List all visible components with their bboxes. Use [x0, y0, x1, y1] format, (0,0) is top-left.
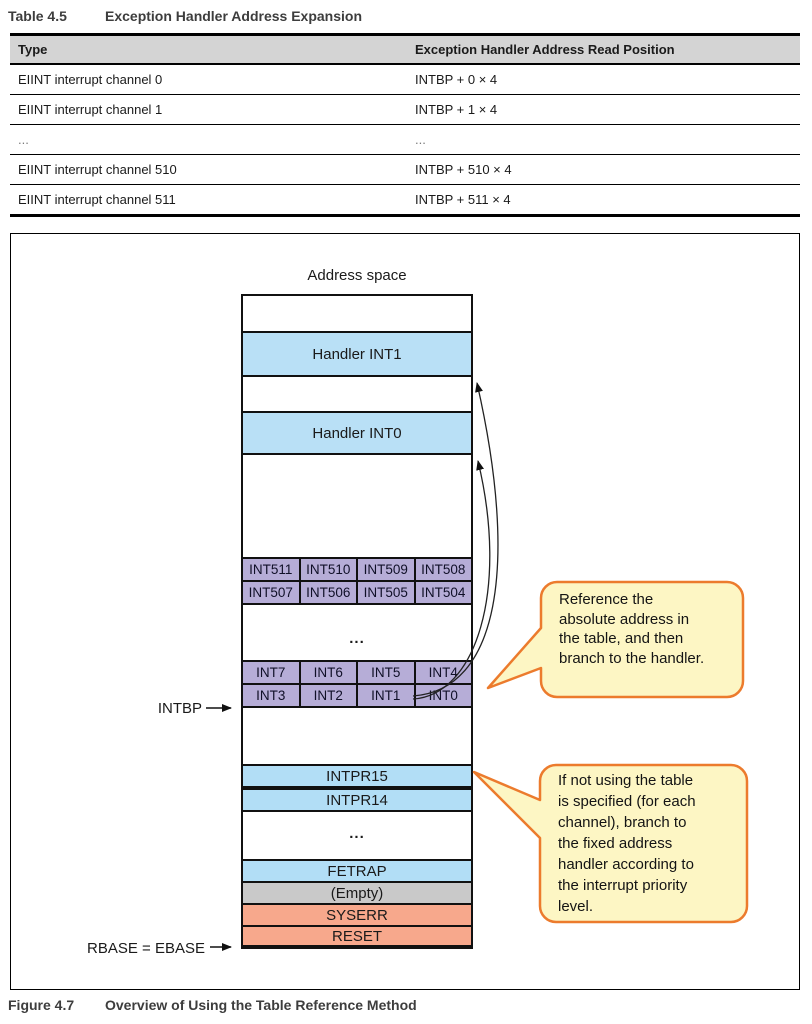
syserr-box: SYSERR — [241, 903, 473, 927]
int-cell: INT510 — [300, 559, 356, 580]
callout-reference-text: Reference the absolute address in the ta… — [559, 591, 705, 667]
int-cell: INT1 — [358, 685, 414, 706]
int-cell: INT2 — [300, 685, 356, 706]
int-cell: INT7 — [243, 662, 299, 683]
empty-box: (Empty) — [241, 881, 473, 905]
int-cell: INT504 — [415, 582, 471, 603]
int-cell: INT505 — [358, 582, 414, 603]
int-cell: INT507 — [243, 582, 299, 603]
figure-caption-title: Overview of Using the Table Reference Me… — [105, 997, 417, 1013]
table-row: EIINT interrupt channel 510 INTBP + 510 … — [10, 155, 800, 185]
header-cell-position: Exception Handler Address Read Position — [415, 42, 675, 57]
ellipsis-upper: ... — [349, 630, 365, 647]
cell-position: INTBP + 510 × 4 — [415, 162, 512, 177]
table-caption-title: Exception Handler Address Expansion — [105, 8, 362, 24]
reset-box: RESET — [241, 925, 473, 947]
intbp-pointer-label: INTBP — [157, 700, 202, 717]
table-caption: Table 4.5 Exception Handler Address Expa… — [8, 8, 798, 26]
cell-type: EIINT interrupt channel 511 — [18, 192, 176, 207]
table-row-ellipsis: ... ... — [10, 125, 800, 155]
figure-caption: Figure 4.7 Overview of Using the Table R… — [8, 997, 798, 1015]
cell-type: ... — [18, 132, 29, 147]
cell-type: EIINT interrupt channel 1 — [18, 102, 163, 117]
callout-priority-text: If not using the table is specified (for… — [558, 772, 696, 915]
int-cell: INT6 — [300, 662, 356, 683]
int-cell: INT0 — [415, 685, 471, 706]
figure-caption-label: Figure 4.7 — [8, 997, 75, 1013]
cell-position: INTBP + 511 × 4 — [415, 192, 511, 207]
cell-type: EIINT interrupt channel 0 — [18, 72, 163, 87]
int-cell: INT509 — [358, 559, 414, 580]
int-cell: INT511 — [243, 559, 299, 580]
rbase-pointer-label: RBASE = EBASE — [87, 940, 205, 957]
cell-position: ... — [415, 132, 426, 147]
cell-position: INTBP + 0 × 4 — [415, 72, 498, 87]
handler-int1-box: Handler INT1 — [241, 331, 473, 377]
memory-map-column: Handler INT1 Handler INT0 INT511 INT510 … — [241, 294, 473, 949]
handler-int0-box: Handler INT0 — [241, 411, 473, 455]
int-cell: INT3 — [243, 685, 299, 706]
int-cell: INT506 — [300, 582, 356, 603]
table-row: EIINT interrupt channel 0 INTBP + 0 × 4 — [10, 65, 800, 95]
ellipsis-lower: ... — [349, 825, 365, 842]
fetrap-box: FETRAP — [241, 859, 473, 883]
header-cell-type: Type — [18, 42, 48, 57]
cell-position: INTBP + 1 × 4 — [415, 102, 498, 117]
int-cell: INT508 — [415, 559, 471, 580]
exception-handler-table: Type Exception Handler Address Read Posi… — [10, 33, 800, 217]
table-row: EIINT interrupt channel 511 INTBP + 511 … — [10, 185, 800, 214]
intpr14-box: INTPR14 — [241, 788, 473, 812]
table-row: EIINT interrupt channel 1 INTBP + 1 × 4 — [10, 95, 800, 125]
cell-type: EIINT interrupt channel 510 — [18, 162, 177, 177]
int-table-upper-block: INT511 INT510 INT509 INT508 INT507 INT50… — [241, 557, 473, 605]
int-cell: INT4 — [415, 662, 471, 683]
table-caption-label: Table 4.5 — [8, 8, 67, 24]
int-cell: INT5 — [358, 662, 414, 683]
int-table-lower-block: INT7 INT6 INT5 INT4 INT3 INT2 INT1 INT0 — [241, 660, 473, 708]
table-header-row: Type Exception Handler Address Read Posi… — [10, 36, 800, 65]
address-space-label: Address space — [307, 267, 407, 284]
intpr15-box: INTPR15 — [241, 764, 473, 788]
